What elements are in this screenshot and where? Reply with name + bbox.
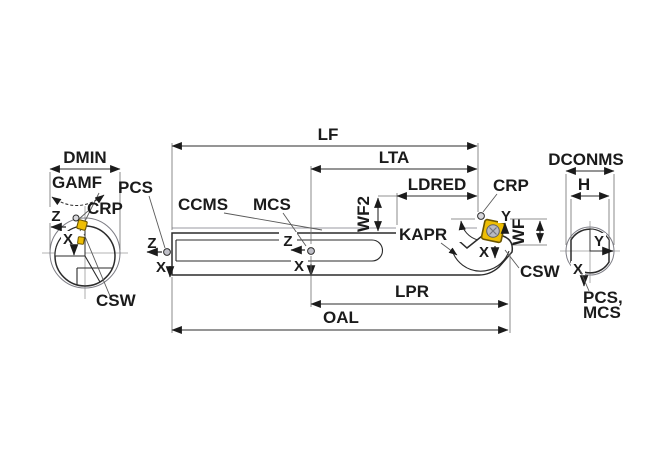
x-axis-label-mcs: X (294, 258, 304, 275)
z-label-bg-mcs (279, 232, 297, 248)
x-label-bg-right (571, 261, 585, 276)
csw-label-front: CSW (96, 291, 137, 310)
crp-point-front (72, 214, 80, 222)
lpr-label: LPR (395, 282, 429, 301)
wf-label: WF (509, 219, 528, 245)
oal-label: OAL (323, 308, 359, 327)
pocket-line-diagonal (84, 255, 101, 283)
csw-label: CSW (520, 262, 561, 281)
kapr-label-bg (396, 225, 462, 242)
ccms-label: CCMS (178, 195, 228, 214)
pcs-leader (148, 195, 166, 249)
y-axis-label-right: Y (594, 233, 604, 250)
csw-leader (504, 249, 520, 269)
crp-label: CRP (493, 176, 529, 195)
x-axis-label-front: X (63, 231, 73, 248)
tool-body-side (171, 232, 514, 276)
lf-label: LF (318, 125, 339, 144)
pocket-lines (76, 267, 112, 285)
crp-leader (482, 193, 498, 213)
x-axis-label-insert: X (479, 244, 489, 261)
kapr-angle-arc (458, 220, 479, 241)
z-axis-label-front: Z (51, 208, 60, 225)
main-view: LF LTA LDRED WF2 PCS CCMS MCS Z X Z X (118, 125, 561, 334)
x-label-bg (61, 231, 75, 246)
mcs-leader (282, 212, 307, 247)
neck-contour (176, 239, 383, 262)
ldred-label: LDRED (408, 175, 467, 194)
screw-recess (489, 227, 497, 235)
z-label-bg (49, 207, 64, 223)
gamf-angle-arc (51, 194, 105, 206)
lta-label: LTA (379, 148, 410, 167)
insert-front (76, 219, 88, 231)
shank-envelope-circle (565, 226, 615, 276)
ccms-leader (223, 212, 323, 231)
x-axis-label-right: X (573, 261, 583, 278)
mcs-origin-point (307, 247, 315, 255)
kapr-label: KAPR (399, 225, 447, 244)
csw-leader-front (83, 233, 111, 297)
pocket-arc (451, 249, 510, 272)
insert-front-face (76, 219, 88, 231)
dconms-label: DCONMS (548, 150, 624, 169)
mcs-label: MCS (253, 195, 291, 214)
left-view: DMIN GAMF CRP Z X CSW (42, 148, 137, 310)
pcs-label: PCS (118, 178, 153, 197)
pcs-origin-point (163, 248, 171, 256)
x-label-bg-mcs (291, 258, 308, 273)
crp-label-front: CRP (87, 199, 123, 218)
pcs-mcs-label-line2: MCS (583, 303, 621, 322)
rotation-envelope-circle (49, 217, 121, 289)
right-view: DCONMS H Y X PCS, MCS (548, 150, 624, 322)
x-label-bg-insert (477, 243, 492, 259)
z-axis-label-mcs: Z (283, 233, 292, 250)
y-axis-label-insert: Y (501, 208, 511, 225)
crp-leader-front (78, 210, 89, 220)
wf2-label: WF2 (354, 196, 373, 232)
y-label-bg-insert (498, 207, 513, 223)
crp-point (477, 212, 485, 220)
pcs-mcs-label-line1: PCS, (583, 288, 623, 307)
h-label: H (578, 175, 590, 194)
kapr-leader (440, 242, 458, 256)
gamf-label: GAMF (52, 173, 102, 192)
z-axis-label-pcs: Z (147, 235, 156, 252)
insert-front-tip (77, 236, 85, 245)
y-label-bg-right (592, 233, 606, 248)
dmin-label: DMIN (63, 148, 106, 167)
pcs-mcs-leader (579, 269, 590, 292)
x-axis-label-pcs: X (156, 259, 166, 276)
